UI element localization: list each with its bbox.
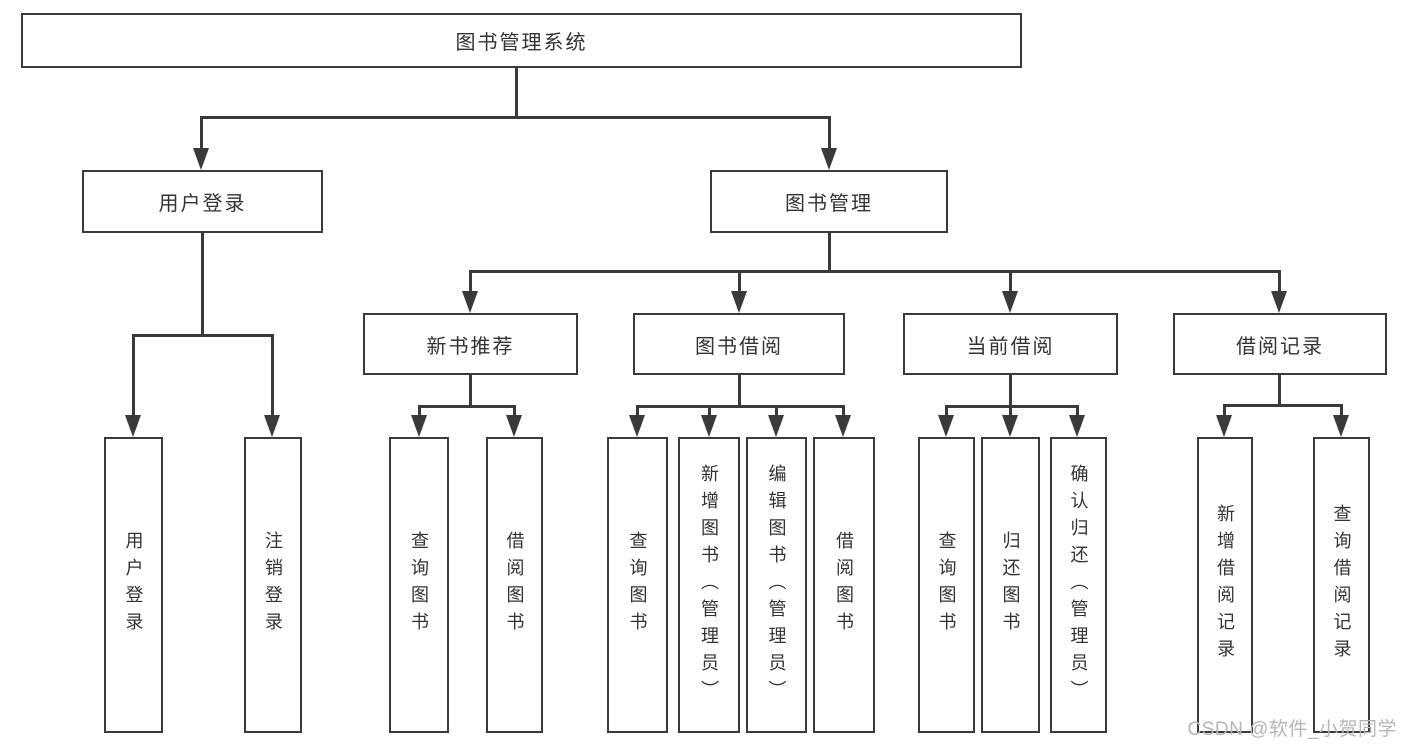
connector-drop-leaf-user-login — [132, 334, 135, 416]
leaf-edit-books-admin: 编辑图书（管理员） — [746, 437, 807, 733]
arrowhead-leaf — [506, 415, 522, 437]
connector-recommend-branch — [418, 405, 516, 408]
connector-drop — [708, 405, 711, 417]
watermark: CSDN @软件_小贺同学 — [1187, 719, 1397, 740]
connector-book-management-stem — [828, 233, 831, 273]
connector-drop — [842, 405, 845, 417]
connector-level2-branch — [200, 116, 830, 119]
arrowhead-leaf — [1333, 415, 1349, 437]
connector-drop-borrowing-records — [1278, 270, 1281, 292]
leaf-confirm-return-admin: 确认归还（管理员） — [1050, 437, 1107, 733]
arrowhead-leaf — [411, 415, 427, 437]
connector-drop — [513, 405, 516, 417]
leaf-query-books-borrowing: 查询图书 — [607, 437, 668, 733]
arrowhead-book-borrowing — [731, 291, 747, 313]
connector-records-stem — [1278, 375, 1281, 407]
arrowhead-leaf — [701, 415, 717, 437]
node-book-borrowing: 图书借阅 — [633, 313, 845, 375]
leaf-query-books-current: 查询图书 — [918, 437, 975, 733]
connector-records-branch — [1223, 404, 1342, 407]
connector-drop — [1009, 405, 1012, 417]
connector-drop-current-borrowing — [1009, 270, 1012, 292]
connector-drop-leaf-logout — [271, 334, 274, 416]
arrowhead-book-management — [821, 148, 837, 170]
connector-drop — [945, 405, 948, 417]
arrowhead-leaf-logout — [264, 415, 280, 437]
leaf-query-books-recommend: 查询图书 — [389, 437, 449, 733]
node-new-book-recommend: 新书推荐 — [363, 313, 578, 375]
arrowhead-leaf — [938, 415, 954, 437]
connector-drop-new-book-recommend — [469, 270, 472, 292]
arrowhead-new-book-recommend — [462, 291, 478, 313]
node-root: 图书管理系统 — [21, 13, 1022, 68]
arrowhead-current-borrowing — [1002, 291, 1018, 313]
arrowhead-leaf-user-login — [125, 415, 141, 437]
connector-drop — [1076, 405, 1079, 417]
leaf-user-login: 用户登录 — [104, 437, 163, 733]
node-book-management: 图书管理 — [710, 170, 948, 233]
connector-level3-branch — [469, 270, 1281, 273]
node-borrowing-records: 借阅记录 — [1173, 313, 1387, 375]
node-current-borrowing: 当前借阅 — [903, 313, 1118, 375]
connector-borrowing-stem — [738, 375, 741, 408]
node-user-login: 用户登录 — [82, 170, 323, 233]
leaf-return-books: 归还图书 — [981, 437, 1040, 733]
connector-current-branch — [945, 405, 1079, 408]
connector-root-stem — [515, 68, 518, 118]
arrowhead-user-login — [193, 148, 209, 170]
connector-drop-book-borrowing — [738, 270, 741, 292]
arrowhead-leaf — [835, 415, 851, 437]
connector-user-login-stem — [201, 233, 204, 337]
arrowhead-borrowing-records — [1271, 291, 1287, 313]
leaf-logout: 注销登录 — [244, 437, 302, 733]
arrowhead-leaf — [629, 415, 645, 437]
connector-drop — [636, 405, 639, 417]
connector-borrowing-branch — [636, 405, 845, 408]
connector-drop-book-management — [828, 116, 831, 149]
arrowhead-leaf — [1069, 415, 1085, 437]
leaf-borrow-books-borrowing: 借阅图书 — [813, 437, 875, 733]
arrowhead-leaf — [1216, 415, 1232, 437]
leaf-query-borrow-record: 查询借阅记录 — [1313, 437, 1370, 733]
leaf-borrow-books-recommend: 借阅图书 — [486, 437, 543, 733]
connector-user-login-branch — [132, 334, 274, 337]
connector-drop — [1223, 404, 1226, 417]
arrowhead-leaf — [768, 415, 784, 437]
connector-drop — [1340, 404, 1343, 417]
leaf-add-borrow-record: 新增借阅记录 — [1197, 437, 1253, 733]
leaf-add-books-admin: 新增图书（管理员） — [678, 437, 740, 733]
arrowhead-leaf — [1002, 415, 1018, 437]
connector-drop — [418, 405, 421, 417]
connector-recommend-stem — [469, 375, 472, 408]
connector-drop-user-login — [200, 116, 203, 149]
connector-current-stem — [1009, 375, 1012, 408]
connector-drop — [775, 405, 778, 417]
